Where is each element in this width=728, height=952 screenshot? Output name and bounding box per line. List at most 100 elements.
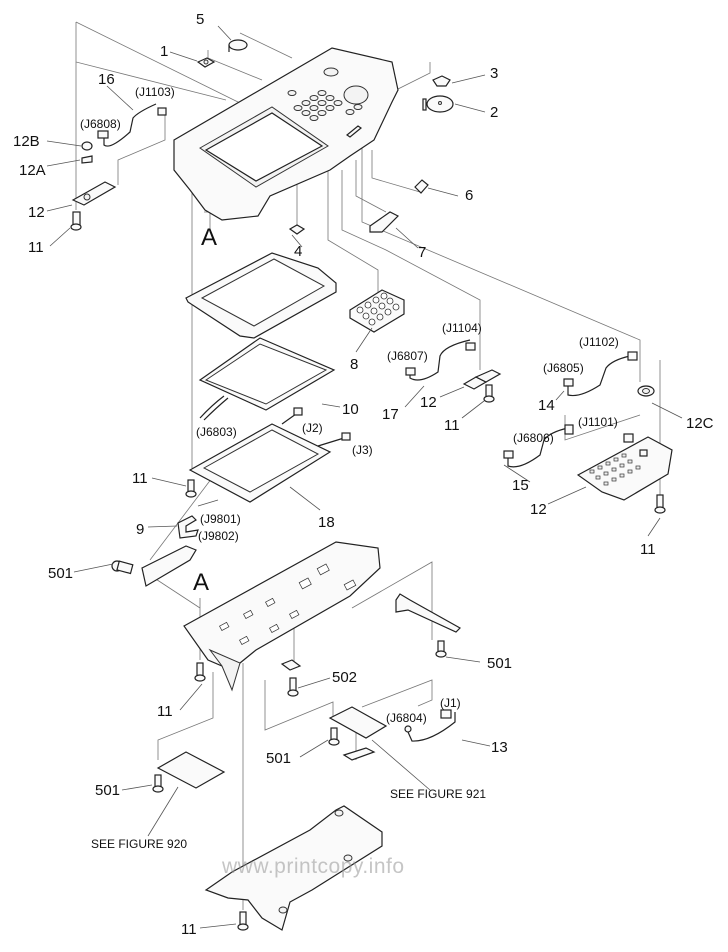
part-5-key	[228, 39, 248, 52]
callout-11-mid: 11	[444, 417, 460, 434]
callout-13: 13	[491, 739, 508, 756]
side-bracket-left	[141, 545, 197, 587]
screw-11-bottom	[237, 911, 249, 931]
callout-11-lcd: 11	[132, 470, 148, 487]
callout-15: 15	[512, 477, 529, 494]
callout-12-right: 12	[530, 501, 547, 518]
callout-18: 18	[318, 514, 335, 531]
note-see-figure-920: SEE FIGURE 920	[91, 837, 188, 851]
callout-3: 3	[490, 65, 499, 82]
connector-j6803: (J6803)	[196, 425, 237, 439]
part-9-cable	[177, 515, 199, 539]
connector-j1104: (J1104)	[442, 321, 482, 335]
bottom-cover	[204, 805, 383, 931]
connector-j6806: (J6806)	[513, 431, 554, 445]
connector-j9801: (J9801)	[200, 512, 241, 526]
callout-6: 6	[465, 187, 474, 204]
leader-lines	[46, 25, 683, 929]
part-12A-spacer	[81, 155, 93, 164]
note-see-figure-921: SEE FIGURE 921	[390, 787, 487, 801]
connector-j6804: (J6804)	[386, 711, 427, 725]
screw-11-left	[70, 211, 82, 231]
part-1-key	[196, 57, 216, 68]
callout-501-lower: 501	[95, 782, 121, 799]
control-panel-cover	[173, 47, 399, 221]
part-3-knob	[432, 75, 451, 87]
connector-j6808: (J6808)	[80, 117, 121, 131]
callout-10: 10	[342, 401, 359, 418]
callout-12A: 12A	[19, 162, 46, 179]
connector-j6807: (J6807)	[387, 349, 428, 363]
connector-j3: (J3)	[352, 443, 373, 457]
callout-5: 5	[196, 11, 205, 28]
connector-j6805: (J6805)	[543, 361, 584, 375]
callout-8: 8	[350, 356, 359, 373]
screw-501-mid	[328, 727, 340, 746]
connector-j1101: (J1101)	[578, 415, 618, 429]
pcb-figure-920	[156, 751, 226, 789]
callout-4: 4	[294, 243, 303, 260]
callout-501-mid: 501	[266, 750, 292, 767]
screw-11-base	[194, 662, 206, 682]
harness-13	[404, 709, 456, 742]
screw-501-left	[111, 560, 134, 575]
screw-11-mid	[483, 384, 495, 403]
part-12-keypad-pcb	[576, 433, 673, 501]
connector-j1: (J1)	[440, 696, 461, 710]
part-7-lever	[369, 211, 400, 233]
screw-502	[287, 677, 299, 697]
callout-16: 16	[98, 71, 115, 88]
part-12B-nut	[81, 141, 93, 151]
callout-501-right: 501	[487, 655, 513, 672]
screw-501-right	[435, 640, 447, 658]
part-10-touch-panel	[198, 337, 336, 421]
connector-j9802: (J9802)	[198, 529, 239, 543]
callout-502: 502	[332, 669, 358, 686]
watermark: www.printcopy.info	[222, 855, 405, 878]
harness-15	[503, 424, 574, 468]
callout-12-mid: 12	[420, 394, 437, 411]
clip-piece	[280, 659, 302, 671]
part-8-keypad-rubber	[349, 289, 405, 333]
part-12C-nut	[637, 385, 655, 397]
part-6-switch	[414, 179, 429, 194]
harness-14	[563, 351, 638, 397]
callout-12B: 12B	[13, 133, 40, 150]
part-12-bracket-left	[71, 181, 117, 206]
part-2-dial	[422, 95, 454, 113]
part-12-bracket-mid	[462, 369, 502, 390]
callout-14: 14	[538, 397, 555, 414]
callout-11-base: 11	[157, 703, 173, 720]
reference-mark-a-top: A	[201, 224, 218, 251]
guide-lines	[75, 21, 661, 910]
callout-12C: 12C	[686, 415, 714, 432]
connector-j1102: (J1102)	[579, 335, 619, 349]
harness-17	[405, 339, 476, 381]
base-plate	[183, 541, 381, 692]
screw-11-lcd	[185, 479, 197, 498]
callout-11-right: 11	[640, 541, 656, 558]
part-4-key	[288, 224, 306, 235]
callout-501-left: 501	[48, 565, 74, 582]
lcd-frame-plate	[185, 252, 337, 339]
connector-j1103: (J1103)	[135, 85, 175, 99]
callout-9: 9	[136, 521, 145, 538]
callout-1: 1	[160, 43, 169, 60]
callout-11-bottom: 11	[181, 921, 197, 938]
callout-11-left: 11	[28, 239, 44, 256]
screw-501-lower	[152, 774, 164, 793]
part-18-lcd-unit	[188, 407, 351, 503]
harness-16	[97, 103, 167, 147]
right-bracket	[395, 593, 461, 633]
connector-j2: (J2)	[302, 421, 323, 435]
screw-11-right	[654, 494, 666, 514]
callout-17: 17	[382, 406, 399, 423]
callout-7: 7	[418, 244, 427, 261]
reference-mark-a-bottom: A	[193, 569, 210, 596]
callout-12-left: 12	[28, 204, 45, 221]
callout-2: 2	[490, 104, 499, 121]
keypad-holes	[287, 90, 363, 121]
pcb-figure-921	[328, 706, 388, 761]
